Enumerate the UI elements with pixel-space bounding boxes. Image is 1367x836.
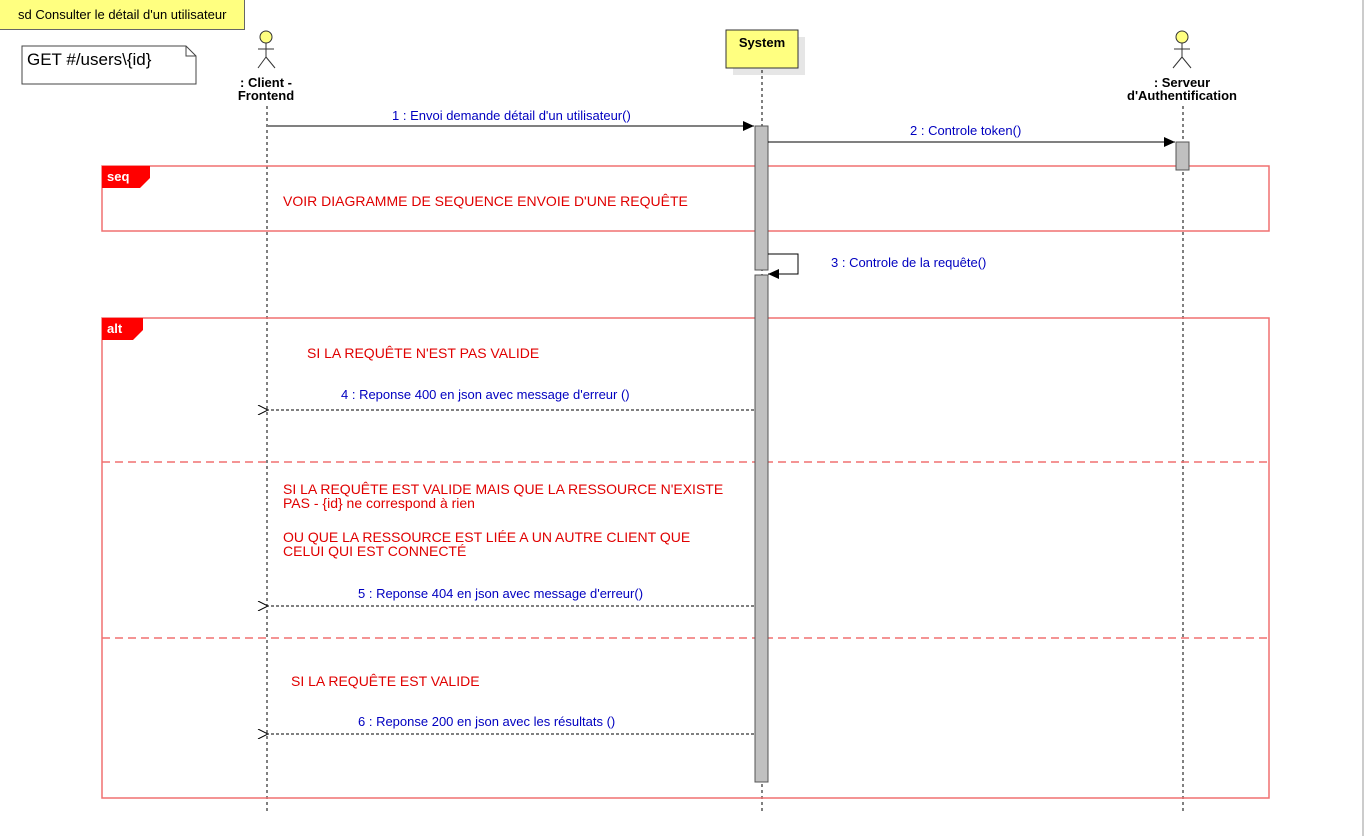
auth-label: : Serveur d'Authentification xyxy=(1127,75,1237,103)
seq-tag-label: seq xyxy=(107,169,130,184)
alt-condition-1: SI LA REQUÊTE N'EST PAS VALIDE xyxy=(307,345,540,361)
message-4-label: 4 : Reponse 400 en json avec message d'e… xyxy=(341,387,630,402)
seq-fragment-text: VOIR DIAGRAMME DE SEQUENCE ENVOIE D'UNE … xyxy=(283,193,688,209)
auth-server-actor-icon xyxy=(1172,30,1192,69)
system-activation-2 xyxy=(754,274,769,783)
client-actor-icon xyxy=(257,30,276,69)
message-3-arrow xyxy=(768,253,799,279)
note-text: GET #/users\{id} xyxy=(27,50,152,69)
message-5-label: 5 : Reponse 404 en json avec message d'e… xyxy=(358,586,644,601)
alt-condition-2-line-3: OU QUE LA RESSOURCE EST LIÉE A UN AUTRE … xyxy=(283,529,691,545)
note-shape xyxy=(21,45,197,85)
alt-fragment xyxy=(101,317,1270,799)
alt-condition-3: SI LA REQUÊTE EST VALIDE xyxy=(291,673,480,689)
message-3-label: 3 : Controle de la requête() xyxy=(831,255,987,270)
message-6-label: 6 : Reponse 200 en json avec les résulta… xyxy=(358,714,616,729)
alt-condition-2-line-1: SI LA REQUÊTE EST VALIDE MAIS QUE LA RES… xyxy=(283,481,724,497)
diagram-frame-title: sd Consulter le détail d'un utilisateur xyxy=(0,0,245,30)
alt-condition-2-line-2: PAS - {id} ne correspond à rien xyxy=(283,495,475,511)
client-label: : Client - Frontend xyxy=(237,75,295,103)
message-1-label: 1 : Envoi demande détail d'un utilisateu… xyxy=(392,108,631,123)
note-fold xyxy=(185,46,196,57)
alt-condition-2-line-4: CELUI QUI EST CONNECTÉ xyxy=(283,543,467,559)
alt-tag-label: alt xyxy=(107,321,123,336)
seq-fragment-tag xyxy=(102,166,150,188)
auth-activation xyxy=(1175,141,1190,171)
system-box xyxy=(725,29,799,69)
seq-fragment xyxy=(101,165,1270,232)
system-label: System xyxy=(738,35,786,50)
system-activation-1 xyxy=(754,125,769,271)
message-2-label: 2 : Controle token() xyxy=(910,123,1022,138)
alt-fragment-tag xyxy=(102,318,143,340)
